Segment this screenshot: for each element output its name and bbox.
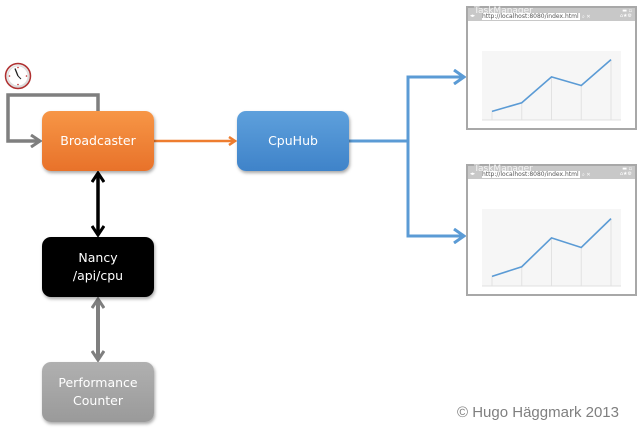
browser-window: TaskManager ▬ ▫ ◂▸ http://localhost:8080…	[466, 164, 637, 296]
timer-loop-arrow	[6, 93, 100, 141]
nancy-node: Nancy /api/cpu	[42, 237, 154, 297]
cpuhub-to-browser-2-arrow	[406, 141, 464, 236]
cpuhub-to-browser-1-arrow	[406, 77, 464, 141]
nancy-label-line2: /api/cpu	[72, 268, 124, 283]
performance-counter-node: Performance Counter	[42, 362, 154, 422]
search-icon[interactable]: ⌕ ✕	[582, 172, 591, 178]
browser-title: TaskManager	[474, 164, 533, 174]
browser-window: TaskManager ▬ ▫ ◂▸ http://localhost:8080…	[466, 6, 637, 130]
search-icon[interactable]: ⌕ ✕	[582, 14, 591, 20]
browser-titlebar: TaskManager ▬ ▫ ◂▸ http://localhost:8080…	[468, 6, 635, 21]
window-controls-icon[interactable]: ▬ ▫	[622, 8, 632, 14]
address-bar[interactable]: http://localhost:8080/index.html	[482, 171, 580, 178]
broadcaster-label: Broadcaster	[60, 133, 136, 148]
cpuhub-node: CpuHub	[237, 111, 349, 171]
window-controls-icon[interactable]: ▬ ▫	[622, 166, 632, 172]
browser-titlebar: TaskManager ▬ ▫ ◂▸ http://localhost:8080…	[468, 164, 635, 179]
perf-label-line1: Performance	[58, 375, 138, 390]
cpu-line-chart	[482, 209, 621, 287]
broadcaster-node: Broadcaster	[42, 111, 154, 171]
browser-title: TaskManager	[474, 6, 533, 16]
copyright-text: © Hugo Häggmark 2013	[457, 404, 619, 421]
nancy-label-line1: Nancy	[78, 250, 118, 265]
cpuhub-label: CpuHub	[268, 133, 318, 148]
tools-icon[interactable]: ⌂★⚙	[619, 171, 632, 177]
address-bar[interactable]: http://localhost:8080/index.html	[482, 13, 580, 20]
back-forward-icon[interactable]: ◂▸	[470, 171, 476, 177]
back-forward-icon[interactable]: ◂▸	[470, 13, 476, 19]
cpu-line-chart	[482, 51, 621, 121]
tools-icon[interactable]: ⌂★⚙	[619, 13, 632, 19]
clock-icon	[4, 62, 32, 90]
perf-label-line2: Counter	[73, 393, 123, 408]
